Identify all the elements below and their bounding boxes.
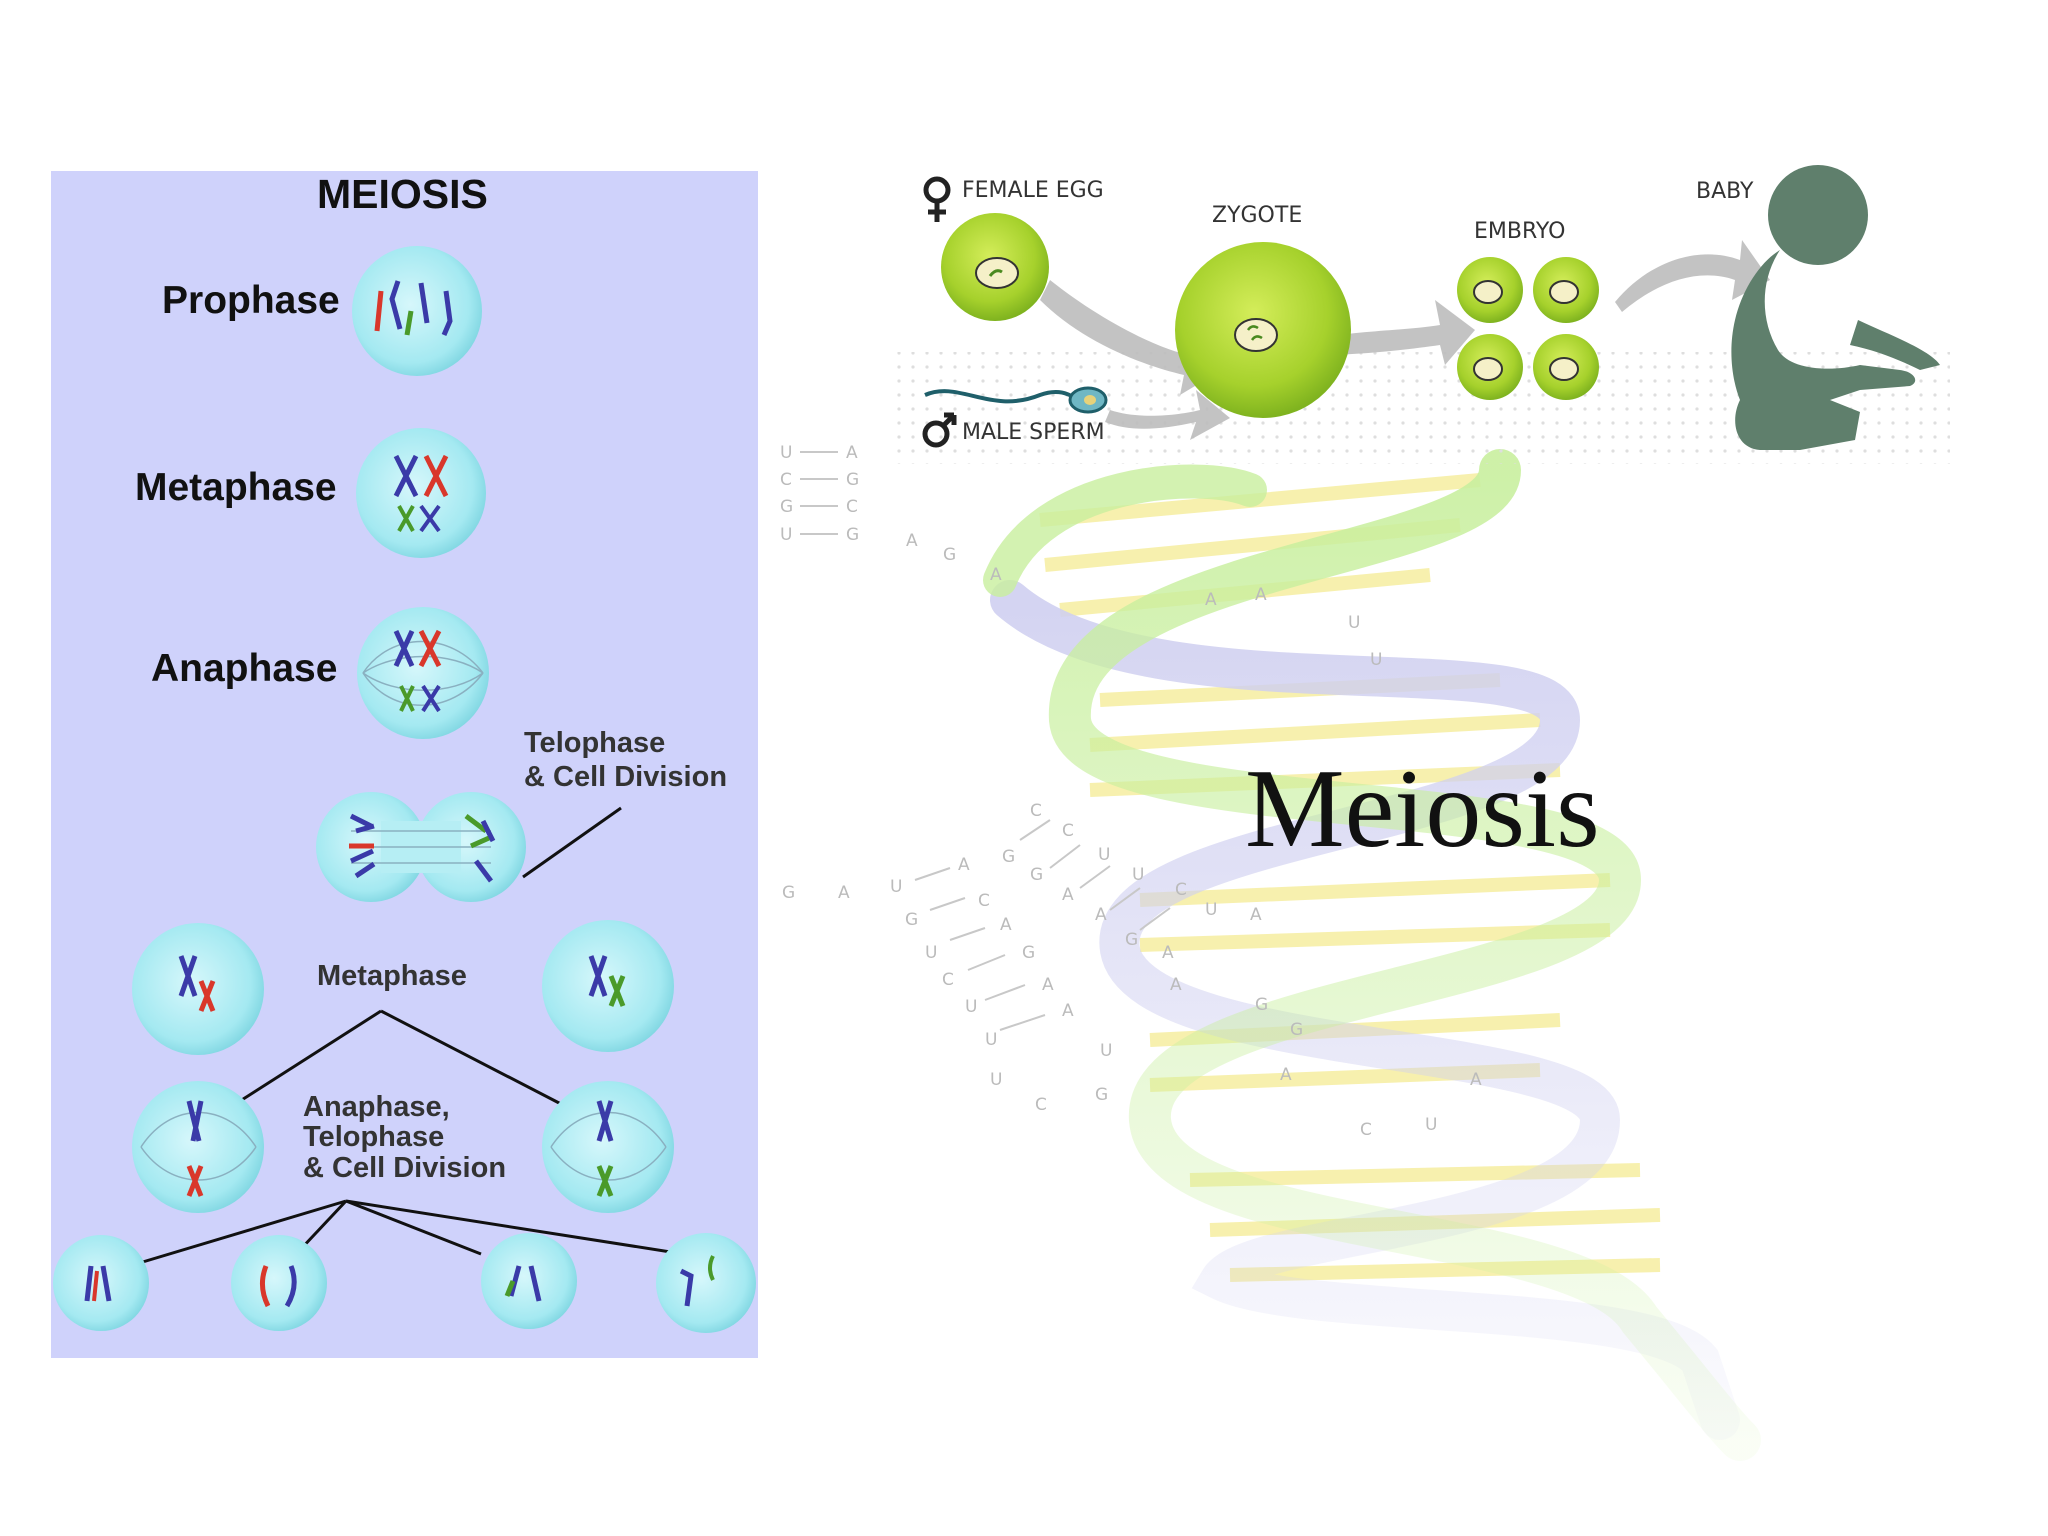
label-metaphase-2: Metaphase [317, 960, 467, 992]
zygote-cell [1175, 242, 1351, 418]
svg-text:C: C [846, 497, 858, 517]
slide-title: Meiosis [1245, 747, 1600, 871]
svg-text:G: G [846, 470, 859, 490]
svg-text:G: G [905, 910, 918, 930]
daughter-cell-4 [656, 1233, 756, 1333]
svg-text:A: A [1162, 943, 1174, 963]
svg-text:A: A [1170, 975, 1182, 995]
svg-text:U: U [1100, 1041, 1112, 1061]
svg-text:U: U [1098, 845, 1110, 865]
male-symbol-icon [922, 412, 957, 448]
svg-text:A: A [906, 531, 918, 551]
label-prophase: Prophase [162, 279, 340, 322]
label-anaphase-2-line2: Telophase [303, 1121, 445, 1153]
svg-text:C: C [1360, 1120, 1372, 1140]
svg-text:U: U [1370, 650, 1382, 670]
svg-text:G: G [1255, 995, 1268, 1015]
svg-text:U: U [780, 525, 792, 545]
svg-text:U: U [1425, 1115, 1437, 1135]
svg-text:U: U [780, 443, 792, 463]
anaphase-cell [357, 607, 489, 739]
svg-text:A: A [1042, 975, 1054, 995]
label-anaphase: Anaphase [151, 647, 338, 690]
svg-text:G: G [1125, 930, 1138, 950]
svg-text:G: G [780, 497, 793, 517]
svg-text:U: U [1205, 900, 1217, 920]
embryo-cells [1457, 257, 1599, 400]
svg-text:C: C [1062, 821, 1074, 841]
label-female-egg: FEMALE EGG [962, 178, 1104, 203]
svg-text:C: C [1030, 801, 1042, 821]
svg-text:A: A [1062, 1001, 1074, 1021]
svg-text:A: A [1205, 590, 1217, 610]
svg-text:G: G [846, 525, 859, 545]
daughter-cell-2 [231, 1235, 327, 1331]
svg-text:C: C [942, 970, 954, 990]
metaphase-cell [356, 428, 486, 558]
svg-text:A: A [1470, 1070, 1482, 1090]
svg-text:A: A [990, 565, 1002, 585]
svg-text:C: C [1175, 880, 1187, 900]
label-telophase-line1: Telophase [524, 727, 666, 759]
svg-text:A: A [1280, 1065, 1292, 1085]
label-zygote: ZYGOTE [1212, 203, 1303, 228]
label-metaphase: Metaphase [135, 466, 337, 509]
svg-text:G: G [1095, 1085, 1108, 1105]
svg-text:G: G [1022, 943, 1035, 963]
svg-text:C: C [1035, 1095, 1047, 1115]
baby-silhouette-icon [1731, 165, 1940, 450]
svg-text:U: U [1132, 865, 1144, 885]
label-telophase-line2: & Cell Division [524, 761, 728, 793]
svg-text:A: A [838, 883, 850, 903]
svg-text:U: U [985, 1030, 997, 1050]
prophase-cell [352, 246, 482, 376]
svg-text:C: C [978, 891, 990, 911]
svg-text:A: A [958, 855, 970, 875]
svg-text:G: G [1030, 865, 1043, 885]
meiosis-diagram-title: MEIOSIS [317, 171, 488, 217]
label-male-sperm: MALE SPERM [962, 420, 1105, 445]
svg-text:A: A [846, 443, 858, 463]
telophase-cell [316, 792, 526, 902]
metaphase-2-cell-right [542, 920, 674, 1052]
fertilization-diagram-art [922, 165, 1940, 450]
svg-text:A: A [1250, 905, 1262, 925]
female-symbol-icon [923, 176, 951, 222]
svg-text:A: A [1062, 885, 1074, 905]
egg-cell [941, 213, 1049, 321]
svg-text:A: A [1255, 585, 1267, 605]
label-baby: BABY [1696, 179, 1754, 204]
svg-text:G: G [782, 883, 795, 903]
svg-text:G: G [943, 545, 956, 565]
sperm-cell [924, 386, 1108, 414]
svg-text:A: A [1095, 905, 1107, 925]
meiosis-diagram-panel: MEIOSIS Prophase Metaphase Anaphase Telo… [51, 171, 758, 1358]
label-anaphase-2-line3: & Cell Division [303, 1152, 507, 1184]
anaphase-2-cell-right [542, 1081, 674, 1213]
anaphase-2-cell-left [132, 1081, 264, 1213]
daughter-cell-3 [481, 1233, 577, 1329]
label-embryo: EMBRYO [1474, 219, 1566, 244]
svg-text:U: U [1348, 613, 1360, 633]
label-anaphase-2-line1: Anaphase, [303, 1091, 450, 1123]
svg-text:U: U [965, 997, 977, 1017]
svg-text:C: C [780, 470, 792, 490]
daughter-cell-1 [53, 1235, 149, 1331]
metaphase-2-cell-left [132, 923, 264, 1055]
svg-text:A: A [1000, 915, 1012, 935]
svg-text:U: U [925, 943, 937, 963]
flow-arrows [1040, 240, 1770, 440]
svg-text:U: U [890, 877, 902, 897]
svg-text:U: U [990, 1070, 1002, 1090]
meiosis-diagram-art [53, 246, 756, 1333]
svg-text:G: G [1002, 847, 1015, 867]
svg-text:G: G [1290, 1020, 1303, 1040]
